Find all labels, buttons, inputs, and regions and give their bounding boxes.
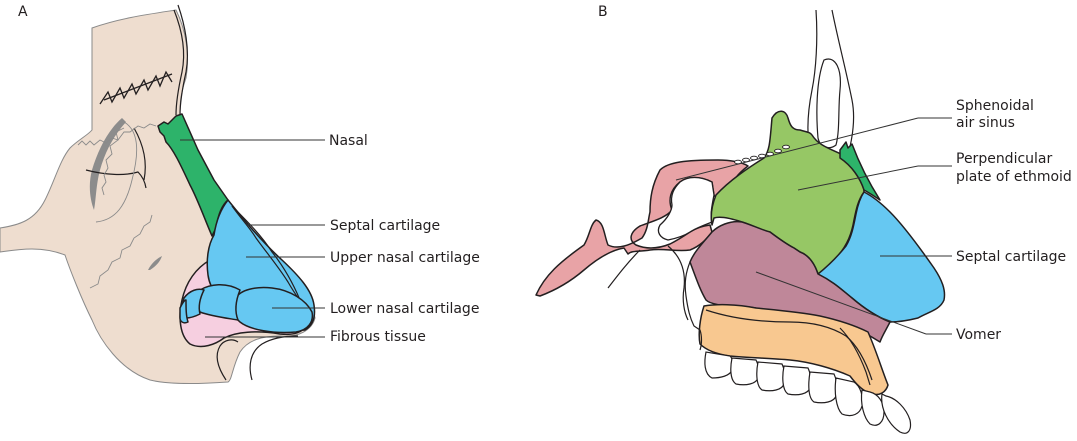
cribriform-plate <box>734 144 790 165</box>
orbit-shadow <box>89 118 126 210</box>
teeth <box>704 351 912 434</box>
suture-1 <box>77 123 157 146</box>
eyebrow-icon <box>99 70 173 105</box>
label-vomer: Vomer <box>956 327 1001 343</box>
frontal-sinus <box>816 58 841 149</box>
panel-b-label: B <box>598 4 608 20</box>
pterygoid-process <box>684 261 703 351</box>
suture-3 <box>89 214 153 289</box>
orbit-line-2 <box>85 169 147 189</box>
nostril-line <box>216 339 239 381</box>
label-fibrous-tissue: Fibrous tissue <box>330 329 426 345</box>
palate-line <box>705 309 873 381</box>
panel-a: A <box>0 4 480 385</box>
vomer <box>689 220 891 343</box>
cheek-contour <box>95 121 138 223</box>
label-lower-nasal-cartilage: Lower nasal cartilage <box>330 301 479 317</box>
panel-b: B <box>535 4 1072 434</box>
label-upper-nasal-cartilage: Upper nasal cartilage <box>330 250 480 266</box>
leader-sphenoidal <box>675 117 919 181</box>
nasal-bone-b <box>839 141 881 201</box>
leader-vomer <box>755 271 927 335</box>
infraorbital-foramen <box>148 256 162 270</box>
accessory-cartilage-2 <box>179 299 189 324</box>
nose-bridge-outline-inner <box>173 9 185 116</box>
frontal-bone-outline <box>807 9 818 151</box>
suture-2 <box>101 127 125 196</box>
label-ethmoid-line1: Perpendicular <box>956 151 1053 167</box>
frontal-bone-outline-2 <box>831 9 855 171</box>
label-septal-cartilage-b: Septal cartilage <box>956 249 1066 265</box>
leader-ethmoid <box>797 165 919 191</box>
label-septal-cartilage-a: Septal cartilage <box>330 218 440 234</box>
label-nasal: Nasal <box>329 133 368 149</box>
ala-line <box>249 335 299 381</box>
label-sphenoidal-line1: Sphenoidal <box>956 98 1034 114</box>
label-sphenoidal-line2: air sinus <box>956 115 1015 131</box>
panel-a-label: A <box>18 4 28 20</box>
pterygoid-process-2 <box>667 245 689 321</box>
nasal-bone <box>157 113 229 237</box>
label-ethmoid-line2: plate of ethmoid <box>956 169 1072 185</box>
pterygoid-plate <box>607 249 641 289</box>
orbit-line <box>133 127 146 181</box>
nose-bridge-outline <box>177 4 189 116</box>
sphenoid-sinus-cavity <box>657 176 715 241</box>
incisive-canal <box>839 327 871 386</box>
